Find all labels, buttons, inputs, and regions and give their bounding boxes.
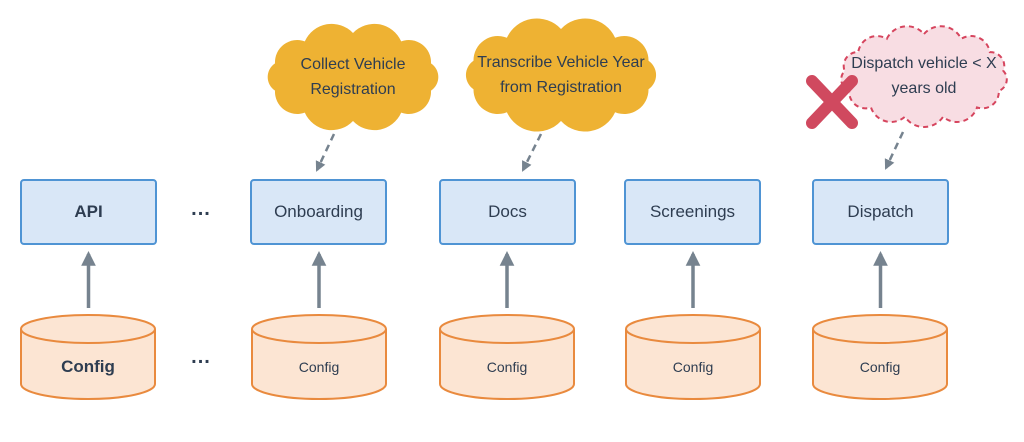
service-box-label: Onboarding: [274, 202, 363, 221]
service-box-docs: Docs: [439, 179, 576, 245]
config-cylinder-onboarding: Config: [250, 313, 388, 401]
service-box-label: Dispatch: [847, 202, 914, 221]
cloud-text: Dispatch vehicle < X years old: [831, 21, 1017, 131]
config-label: Config: [859, 359, 901, 375]
cylinder-shape: [625, 314, 761, 400]
cloud-text-line: years old: [891, 80, 957, 97]
cloud-text-line: Dispatch vehicle < X: [851, 55, 997, 72]
ellipsis-configs: ...: [191, 346, 211, 368]
service-box-label: API: [74, 202, 103, 221]
config-label: Config: [672, 359, 714, 375]
x-mark-icon: [806, 75, 858, 129]
service-box-onboarding: Onboarding: [250, 179, 387, 245]
cloud-text: Transcribe Vehicle Year from Registratio…: [456, 16, 666, 134]
collect-cloud-arrow: [315, 133, 336, 172]
ellipsis-services: ...: [191, 198, 211, 220]
config-label: Config: [486, 359, 528, 375]
config-label: Config: [61, 357, 115, 376]
cylinder-shape: [251, 314, 387, 400]
cylinder-shape: [812, 314, 948, 400]
cloud-shape: [465, 18, 657, 132]
service-box-dispatch: Dispatch: [812, 179, 949, 245]
cloud-text-line: Registration: [310, 81, 396, 98]
config-cylinder-api: Config: [19, 313, 157, 401]
cloud-text: Collect Vehicle Registration: [258, 20, 448, 134]
cylinder-shape: [439, 314, 575, 400]
service-box-label: Screenings: [649, 202, 736, 221]
cloud-text-line: from Registration: [500, 79, 622, 96]
config-cylinder-screenings: Config: [624, 313, 762, 401]
cloud-shape: [840, 25, 1008, 128]
config-cylinder-dispatch: Config: [811, 313, 949, 401]
cloud-shape: [267, 23, 439, 131]
annotation-cloud-dispatch-vehicle-age: Dispatch vehicle < X years old: [831, 21, 1017, 131]
service-box-screenings: Screenings: [624, 179, 761, 245]
dispatch-cloud-arrow: [884, 131, 905, 170]
config-label: Config: [298, 359, 340, 375]
service-box-label: Docs: [488, 202, 527, 221]
cloud-text-line: Collect Vehicle: [300, 56, 406, 73]
cylinder-shape: [20, 314, 156, 400]
annotation-cloud-collect-vehicle-registration: Collect Vehicle Registration: [258, 20, 448, 134]
transcribe-cloud-arrow: [521, 133, 543, 172]
annotation-cloud-transcribe-vehicle-year: Transcribe Vehicle Year from Registratio…: [456, 16, 666, 134]
config-cylinder-docs: Config: [438, 313, 576, 401]
cloud-text-line: Transcribe Vehicle Year: [477, 54, 645, 71]
service-box-api: API: [20, 179, 157, 245]
